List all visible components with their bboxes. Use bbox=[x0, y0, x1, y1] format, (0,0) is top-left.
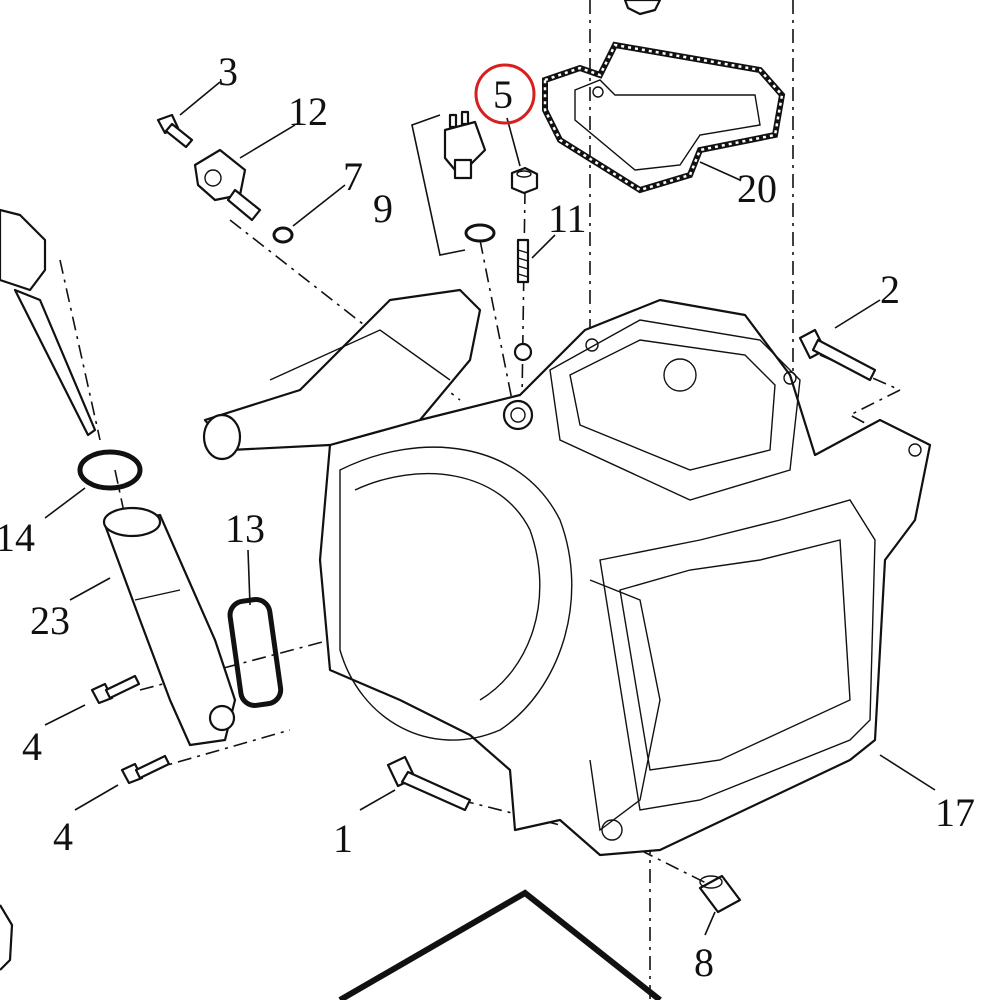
stud-11 bbox=[516, 238, 530, 284]
crankcase-17 bbox=[202, 288, 932, 857]
bolt-1 bbox=[386, 755, 472, 812]
screw-4-upper bbox=[90, 674, 141, 705]
leader-lines bbox=[44, 81, 936, 936]
filler-tube-23 bbox=[102, 506, 237, 747]
callout-20: 20 bbox=[737, 166, 777, 211]
callout-13: 13 bbox=[225, 506, 265, 551]
dowel-8 bbox=[698, 874, 742, 914]
highlight-circle bbox=[474, 63, 536, 125]
callout-17: 17 bbox=[935, 790, 975, 835]
top-cover-fragment bbox=[623, 0, 662, 16]
callout-1: 1 bbox=[333, 816, 353, 861]
fitting-12 bbox=[193, 148, 262, 222]
screw-4-lower bbox=[120, 754, 171, 785]
gasket-20 bbox=[542, 41, 786, 194]
o-ring-14 bbox=[77, 449, 143, 491]
edge-fragment bbox=[0, 904, 14, 971]
oil-pressure-sender-9 bbox=[411, 110, 496, 256]
oil-pan-gasket bbox=[338, 889, 662, 1000]
gasket-13 bbox=[227, 597, 284, 708]
callout-12: 12 bbox=[288, 89, 328, 134]
callout-2: 2 bbox=[880, 267, 900, 312]
callout-7: 7 bbox=[343, 154, 363, 199]
bolt-2 bbox=[798, 328, 877, 382]
callout-4-upper: 4 bbox=[22, 724, 42, 769]
callout-8: 8 bbox=[694, 940, 714, 985]
dipstick bbox=[0, 208, 97, 437]
callout-11: 11 bbox=[548, 196, 587, 241]
callout-3: 3 bbox=[218, 49, 238, 94]
screw-3 bbox=[156, 113, 194, 149]
callout-23: 23 bbox=[30, 598, 70, 643]
nut-5 bbox=[510, 166, 539, 195]
callout-9: 9 bbox=[373, 186, 393, 231]
callout-5: 5 bbox=[493, 72, 513, 117]
callout-14: 14 bbox=[0, 515, 35, 560]
o-ring-7 bbox=[272, 226, 294, 244]
callout-4-lower: 4 bbox=[53, 814, 73, 859]
